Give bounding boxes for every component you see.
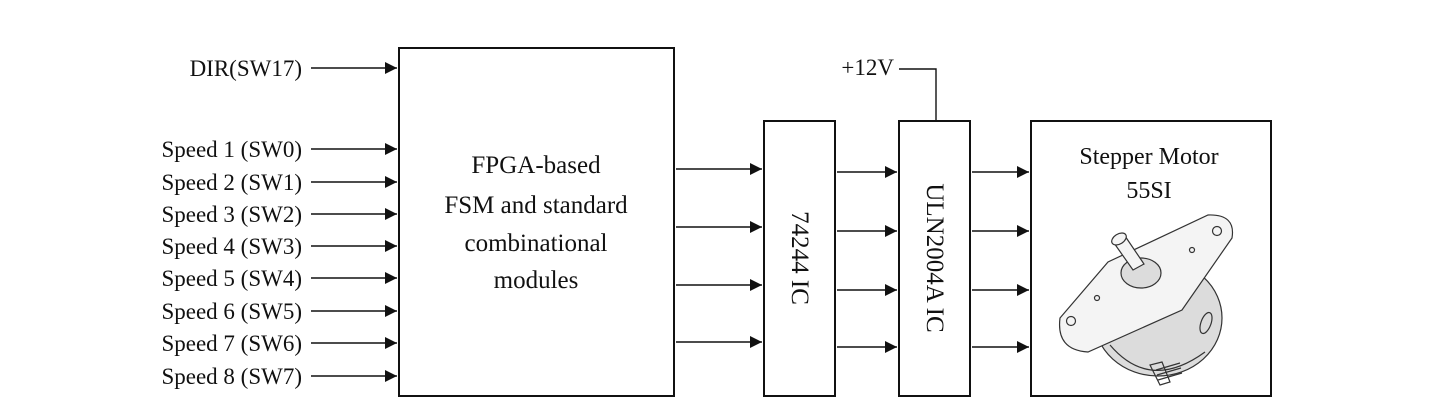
speed-label: Speed 1 (SW0) [161,137,302,162]
fpga-line: FPGA-based [471,152,601,179]
motor-block: Stepper Motor 55SI [1030,120,1272,397]
buffer-label: 74244 IC [786,211,813,305]
dir-input: DIR(SW17) [190,56,397,81]
buffer-block: 74244 IC [763,120,836,397]
supply-label: +12V [841,55,894,80]
buffer-to-driver-wires [837,166,897,353]
speed-label: Speed 4 (SW3) [161,234,302,259]
supply-wire [899,68,937,121]
speed-input: Speed 8 (SW7) [161,364,397,389]
motor-line: 55SI [1126,178,1171,204]
speed-label: Speed 2 (SW1) [161,170,302,195]
speed-input: Speed 4 (SW3) [161,234,397,259]
speed-inputs: Speed 1 (SW0) Speed 2 (SW1) Speed 3 (SW2… [161,137,397,389]
supply-connection: +12V [841,55,937,121]
speed-input: Speed 2 (SW1) [161,170,397,195]
driver-to-motor-wires [972,166,1029,353]
driver-block: ULN2004A IC [898,120,971,397]
driver-label: ULN2004A IC [921,183,948,332]
fpga-box [398,47,675,397]
speed-input: Speed 1 (SW0) [161,137,397,162]
fpga-line: modules [494,267,579,294]
speed-label: Speed 8 (SW7) [161,364,302,389]
speed-input: Speed 5 (SW4) [161,266,397,291]
fpga-to-buffer-wires [676,163,762,348]
buffer-box [763,120,836,397]
stepper-motor-icon [1058,214,1234,386]
speed-label: Speed 6 (SW5) [161,299,302,324]
speed-label: Speed 3 (SW2) [161,202,302,227]
speed-input: Speed 3 (SW2) [161,202,397,227]
fpga-block: FPGA-based FSM and standard combinationa… [398,47,675,397]
driver-box [898,120,971,397]
motor-line: Stepper Motor [1079,144,1218,170]
dir-label: DIR(SW17) [190,56,302,81]
fpga-line: FSM and standard [444,192,628,219]
speed-label: Speed 7 (SW6) [161,331,302,356]
speed-label: Speed 5 (SW4) [161,266,302,291]
speed-input: Speed 7 (SW6) [161,331,397,356]
speed-input: Speed 6 (SW5) [161,299,397,324]
fpga-line: combinational [464,230,607,257]
